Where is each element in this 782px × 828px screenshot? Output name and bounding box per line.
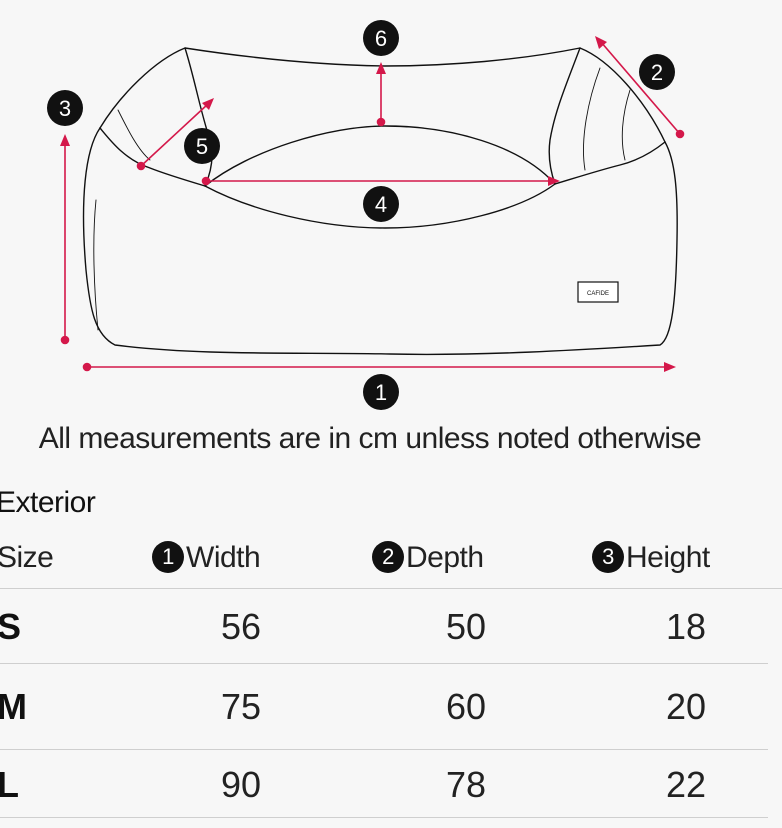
bolster-arrow [140, 103, 209, 167]
marker-1-badge: 1 [152, 541, 184, 573]
marker-5: 5 [184, 128, 220, 164]
svg-text:5: 5 [196, 134, 208, 159]
svg-text:2: 2 [651, 60, 663, 85]
row-divider [0, 663, 768, 664]
marker-2: 2 [639, 54, 675, 90]
depth-value: 50 [445, 606, 487, 647]
size-label: S [0, 606, 22, 647]
bed-outline [82, 127, 678, 356]
measurement-caption: All measurements are in cm unless noted … [38, 422, 702, 455]
svg-text:3: 3 [59, 96, 71, 121]
svg-text:4: 4 [375, 192, 387, 217]
column-header-size: Size [0, 541, 54, 575]
depth-value: 60 [445, 686, 487, 727]
size-label: M [0, 686, 27, 727]
row-divider [0, 749, 768, 750]
marker-2-badge: 2 [372, 541, 404, 573]
svg-text:1: 1 [375, 380, 387, 405]
column-header-size-label: Size [0, 541, 54, 574]
bed-dimension-diagram: CAFIDE 1 2 [47, 20, 685, 410]
brand-tag-label: CAFIDE [587, 291, 609, 297]
marker-3: 3 [47, 90, 83, 126]
depth-arrow [600, 41, 681, 135]
marker-4: 4 [363, 186, 399, 222]
brand-tag [577, 281, 619, 303]
height-value: 20 [665, 686, 707, 727]
marker-3-badge: 3 [592, 541, 624, 573]
header-divider [0, 588, 782, 589]
row-divider [0, 817, 768, 818]
column-header-width-label: Width [186, 541, 261, 574]
height-value: 22 [665, 764, 707, 805]
marker-6: 6 [363, 20, 399, 56]
left-bolster [99, 47, 666, 143]
column-header-height-label: Height [626, 541, 710, 574]
marker-1: 1 [363, 374, 399, 410]
height-value: 18 [665, 606, 707, 647]
depth-value: 78 [445, 764, 487, 805]
width-value: 56 [220, 606, 262, 647]
width-value: 75 [220, 686, 262, 727]
section-title-exterior: Exterior [0, 486, 96, 519]
svg-text:6: 6 [375, 26, 387, 51]
width-value: 90 [220, 764, 262, 805]
cushion [204, 125, 556, 229]
column-header-depth-label: Depth [406, 541, 484, 574]
size-label: L [0, 764, 19, 805]
